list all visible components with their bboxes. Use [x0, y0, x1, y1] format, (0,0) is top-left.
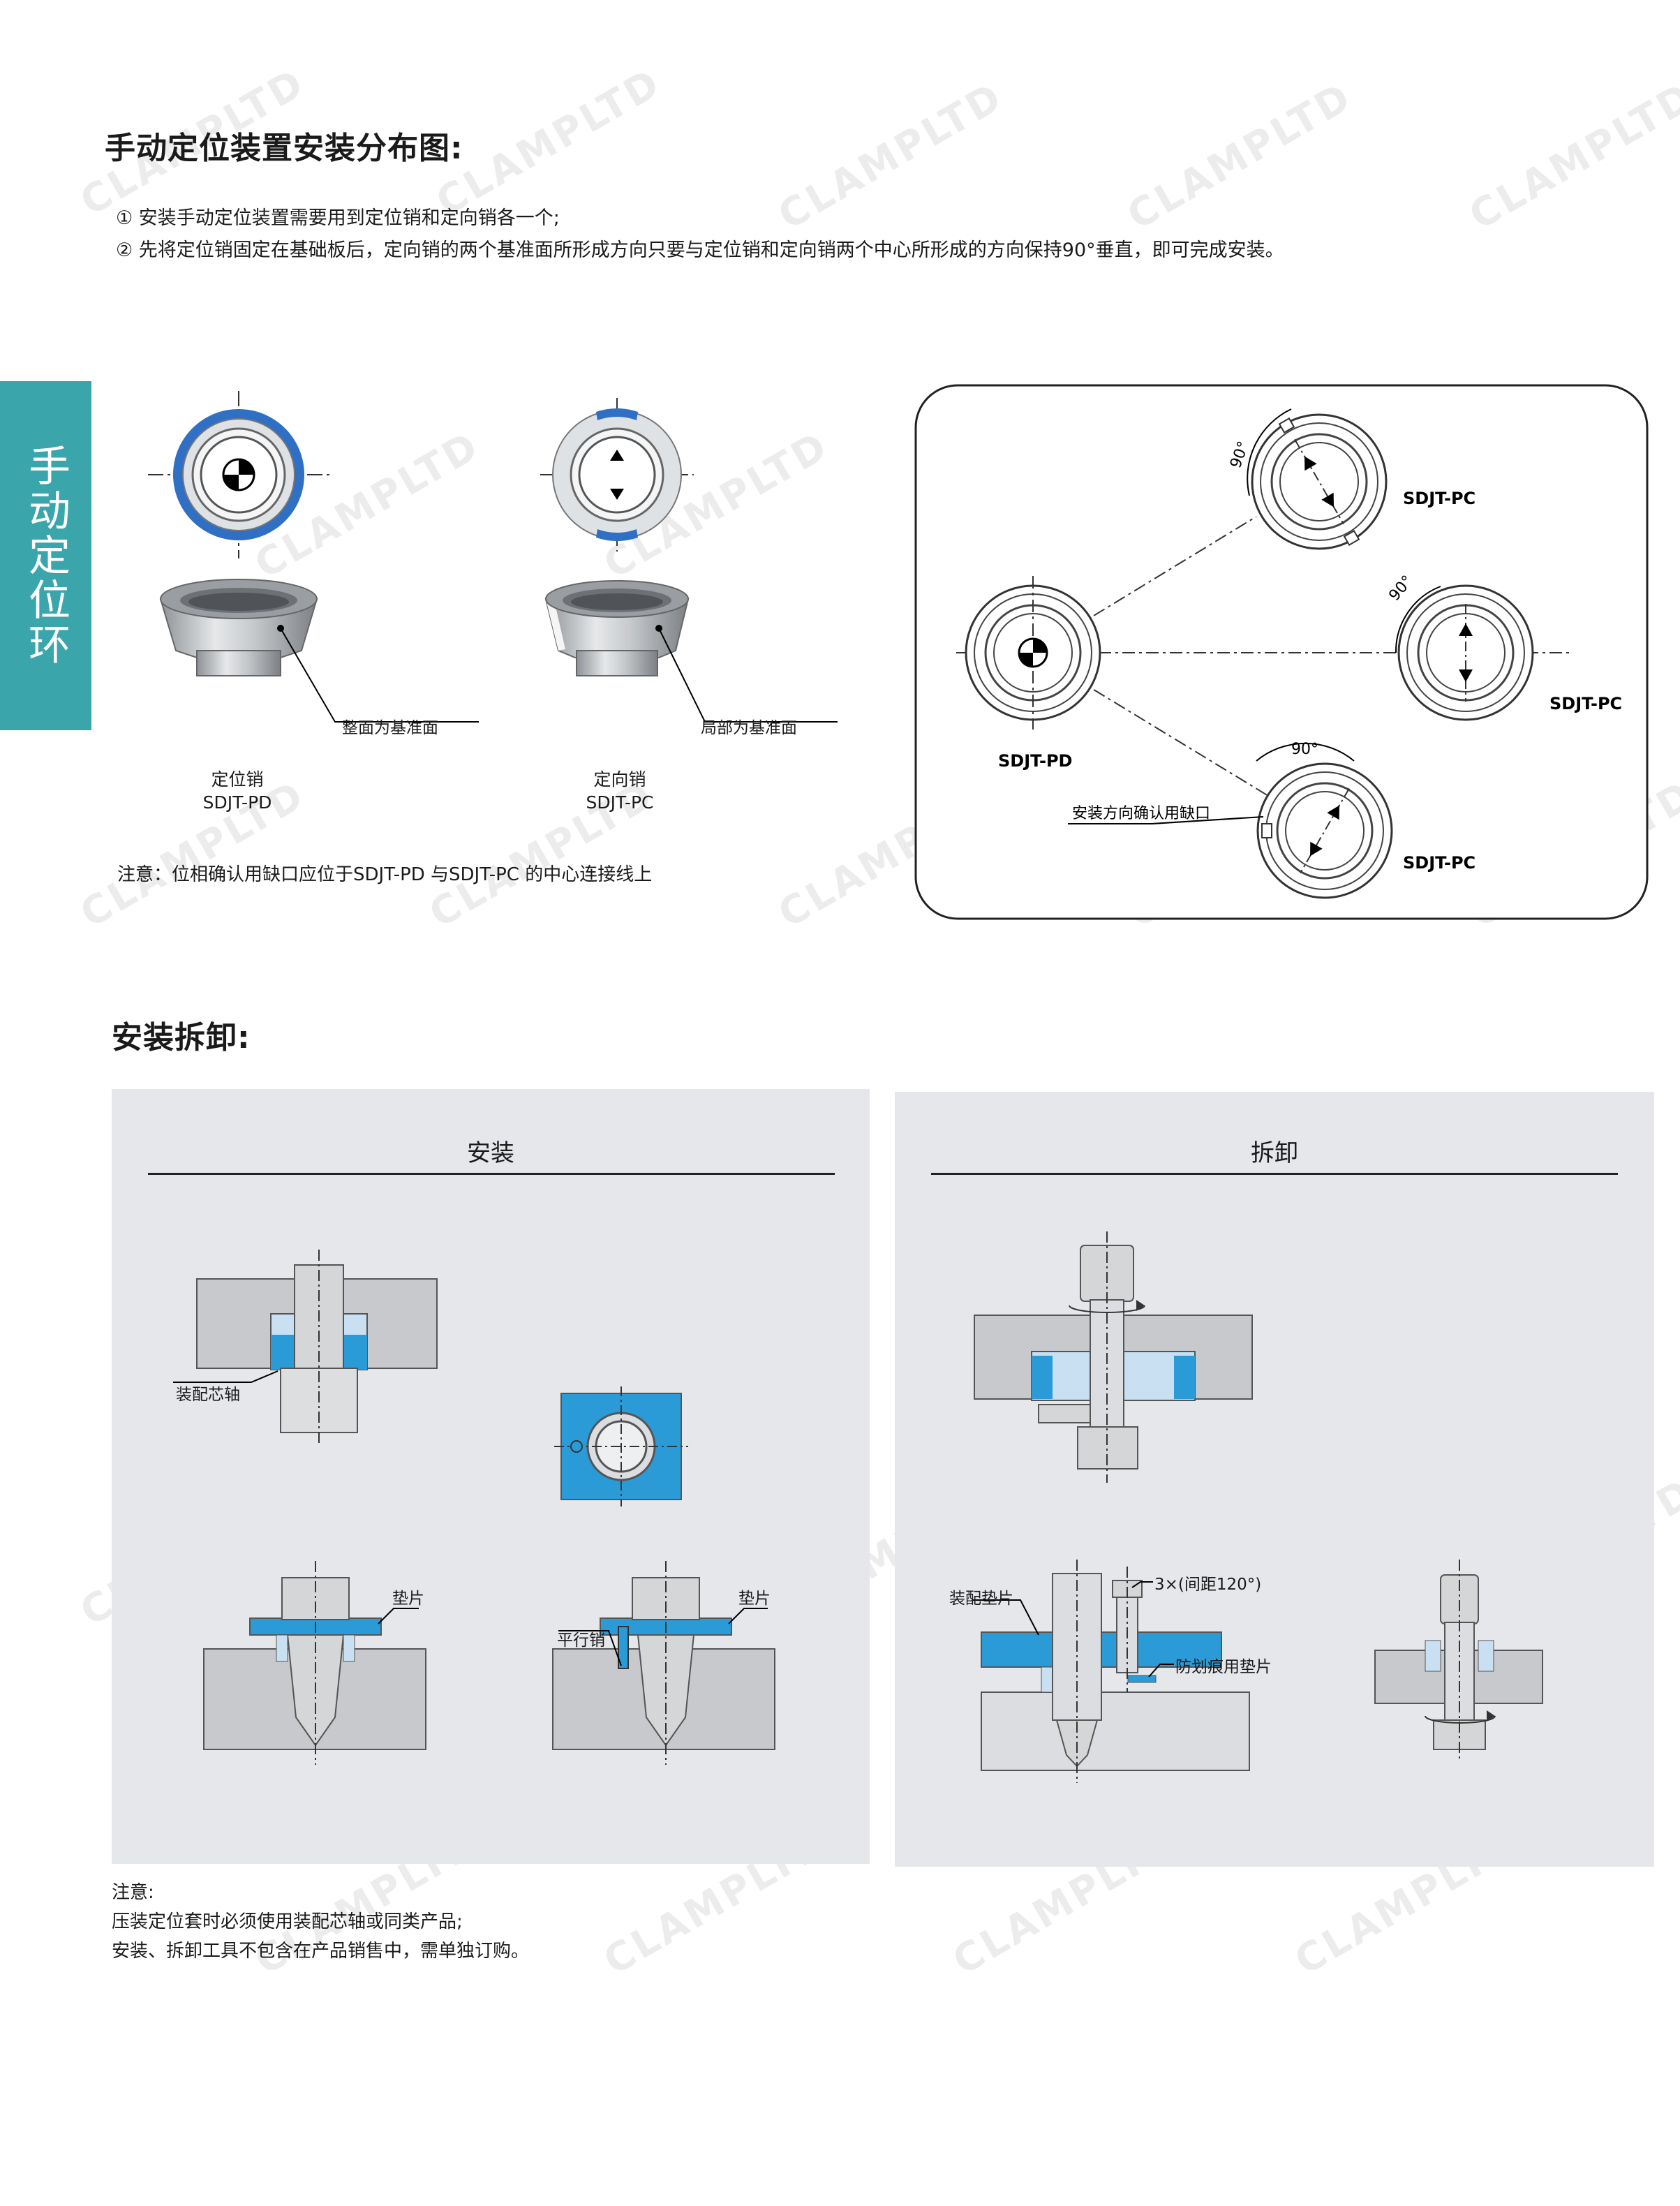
diagram-pc-top-label: SDJT-PC [1403, 489, 1475, 508]
pd-top-view [148, 391, 329, 558]
pd-model: SDJT-PD [202, 792, 272, 813]
shim-label-1: 垫片 [392, 1590, 424, 1608]
install-step-3 [203, 1561, 426, 1765]
pc-3d-view [544, 580, 690, 676]
parallel-pin-label: 平行销 [557, 1631, 605, 1650]
notch-callout: 安装方向确认用缺口 [1072, 805, 1210, 822]
pc-arrow-up-icon [610, 450, 624, 461]
install-panel-rule [148, 1173, 835, 1175]
pc-callout: 局部为基准面 [701, 719, 797, 737]
pc-arrow-down-icon [610, 489, 624, 500]
angle-label-bottom: 90° [1291, 741, 1318, 758]
scratch-shim-label: 防划痕用垫片 [1175, 1658, 1272, 1676]
pd-name-cn: 定位销 [211, 769, 264, 790]
page-title: 手动定位装置安装分布图: [105, 131, 463, 166]
screw-label: 3×(间距120°) [1154, 1576, 1262, 1594]
install-drawings [173, 1250, 775, 1765]
side-tab-label: 手动定位环 [21, 444, 70, 667]
assembly-shim-label: 装配垫片 [949, 1590, 1013, 1608]
footer-line-2: 安装、拆卸工具不包含在产品销售中，需单独订购。 [112, 1941, 530, 1962]
pd-name: 定位销 SDJT-PD [181, 768, 293, 814]
pc-top-view [540, 398, 694, 552]
diagram-pd-label: SDJT-PD [998, 751, 1072, 771]
install-panel: 安装 [112, 1089, 870, 1864]
pc-name-cn: 定向销 [593, 769, 646, 790]
shim-label-2: 垫片 [738, 1590, 771, 1608]
pc-name: 定向销 SDJT-PC [564, 768, 676, 814]
diagram-pc-right-label: SDJT-PC [1549, 694, 1622, 713]
install-step-4 [552, 1561, 775, 1765]
remove-step-2 [972, 1560, 1250, 1783]
diagram-pc-bottom [1256, 762, 1393, 899]
remove-panel-rule [931, 1173, 1618, 1175]
install-step-1 [173, 1250, 438, 1445]
install-step-2 [554, 1386, 688, 1507]
parts-note: 注意：位相确认用缺口应位于SDJT-PD 与SDJT-PC 的中心连接线上 [117, 864, 653, 885]
diagram-pc-top [1251, 413, 1388, 550]
pd-callout: 整面为基准面 [342, 719, 438, 737]
intro-note-2: ② 先将定位销固定在基础板后，定向销的两个基准面所形成方向只要与定位销和定向销两… [116, 239, 1284, 261]
diagram-pc-bottom-label: SDJT-PC [1403, 853, 1475, 873]
intro-note-1: ① 安装手动定位装置需要用到定位销和定向销各一个; [116, 207, 560, 229]
footer-line-1: 压装定位套时必须使用装配芯轴或同类产品; [112, 1911, 463, 1932]
footer-title: 注意: [112, 1882, 154, 1903]
remove-drawings [972, 1231, 1543, 1783]
remove-panel: 拆卸 [895, 1092, 1654, 1867]
section2-title: 安装拆卸: [112, 1020, 251, 1056]
diagram-pc-right [1397, 584, 1534, 721]
pc-model: SDJT-PC [586, 792, 654, 813]
pd-3d-view [159, 579, 318, 676]
watermark: CLAMPLTD [1462, 74, 1680, 239]
watermark: CLAMPLTD [429, 60, 669, 225]
remove-panel-title: 拆卸 [1251, 1139, 1298, 1167]
footer-notes: 注意: 压装定位套时必须使用装配芯轴或同类产品; 安装、拆卸工具不包含在产品销售… [112, 1878, 529, 1966]
side-tab: 手动定位环 [0, 381, 91, 730]
parts-illustration [148, 391, 838, 723]
watermark: CLAMPLTD [1120, 74, 1360, 239]
install-panel-title: 安装 [467, 1139, 514, 1167]
remove-step-1 [974, 1231, 1253, 1483]
diagram-pd [965, 576, 1101, 730]
mandrel-label: 装配芯轴 [176, 1386, 240, 1404]
layout-diagram: SDJT-PD SDJT-PC SDJT-PC SDJT-PC 90° 90° … [914, 384, 1649, 920]
remove-step-3 [1374, 1560, 1543, 1762]
watermark: CLAMPLTD [771, 74, 1011, 239]
